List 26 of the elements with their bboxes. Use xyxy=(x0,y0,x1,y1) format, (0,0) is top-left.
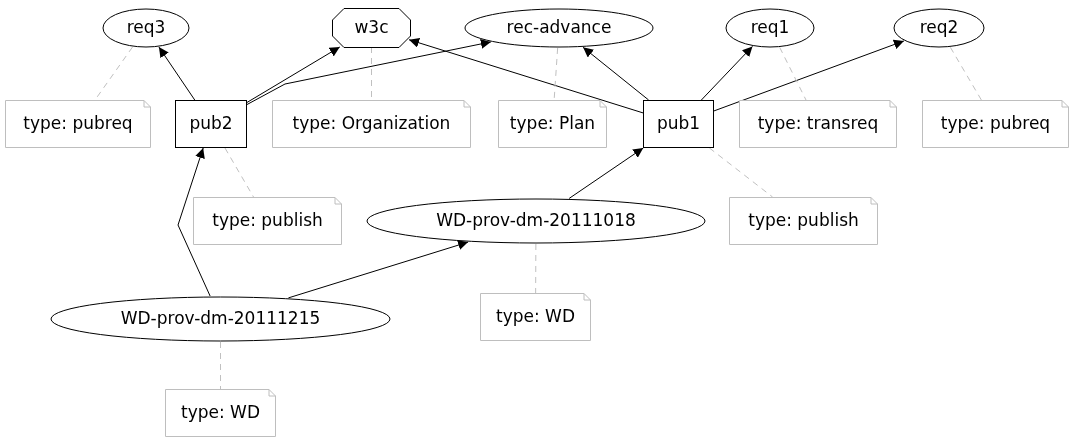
connector-line xyxy=(708,147,774,198)
process-box: pub1 xyxy=(643,100,714,148)
connector-line xyxy=(535,243,537,294)
arrow xyxy=(287,240,469,299)
arrow xyxy=(582,46,650,101)
connector-line xyxy=(779,47,807,101)
arrow xyxy=(158,46,196,101)
arrow xyxy=(408,37,644,114)
arrow xyxy=(713,39,905,112)
connector-line xyxy=(949,46,982,101)
arrow xyxy=(246,39,492,106)
connector-line xyxy=(224,147,254,198)
ellipse-node: WD-prov-dm-20111018 xyxy=(366,198,706,244)
ellipse-node: req3 xyxy=(102,8,190,48)
connector-line xyxy=(553,47,559,101)
ellipse-node: WD-prov-dm-20111215 xyxy=(50,296,391,342)
process-box: pub2 xyxy=(175,100,247,148)
ellipse-node: req1 xyxy=(725,8,815,48)
arrow xyxy=(568,147,644,199)
ellipse-node: rec-advance xyxy=(464,8,654,48)
arrow xyxy=(700,45,753,101)
arrow xyxy=(246,46,341,103)
arrow xyxy=(177,147,211,297)
connector-line xyxy=(220,341,221,390)
octagon-node: w3c xyxy=(332,8,411,48)
ellipse-node: req2 xyxy=(893,8,985,48)
